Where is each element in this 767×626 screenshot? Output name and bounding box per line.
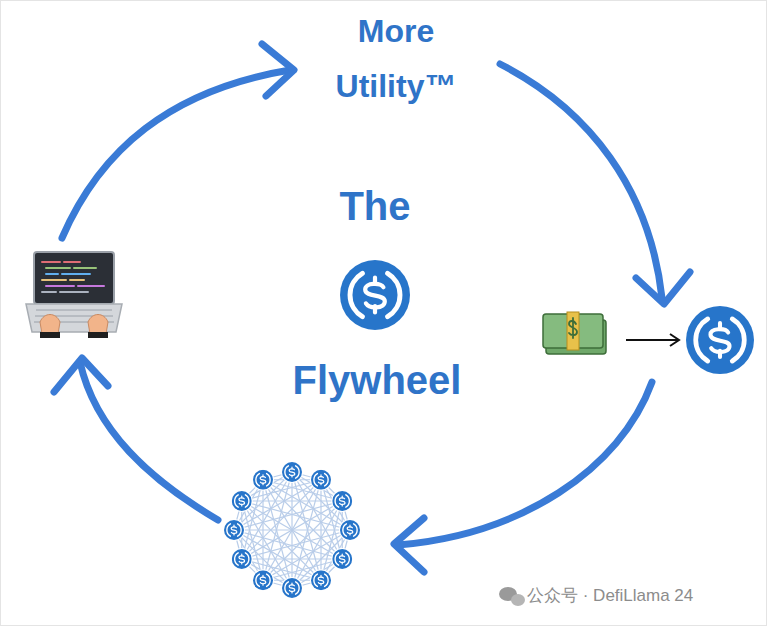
- network-node-ground: [310, 569, 332, 591]
- network-node-ground: [252, 569, 274, 591]
- network-node-ground: [331, 548, 353, 570]
- network-node-ground: [339, 519, 361, 541]
- network-node-ground: [223, 519, 245, 541]
- network-line: [262, 480, 263, 580]
- usdc-logo: [224, 520, 244, 540]
- network-node-ground: [310, 469, 332, 491]
- usdc-logo: [340, 520, 360, 540]
- usdc-logo: [253, 570, 273, 590]
- usdc-logo: [332, 491, 352, 511]
- network-line: [263, 480, 321, 580]
- network-node-ground: [231, 490, 253, 512]
- usdc-logo: [253, 470, 273, 490]
- usdc-logo: [282, 462, 302, 482]
- network-nodes: [223, 461, 361, 599]
- network-line: [263, 480, 342, 559]
- cycle-arrows: [54, 44, 690, 572]
- usdc-logo: [232, 491, 252, 511]
- money-icon: [543, 312, 606, 354]
- network-node-ground: [331, 490, 353, 512]
- network-node-ground: [252, 469, 274, 491]
- usdc-logo: [311, 570, 331, 590]
- usdc-logo: [686, 306, 754, 374]
- usdc-logo: [340, 260, 410, 330]
- network-node-ground: [281, 461, 303, 483]
- usdc-logo: [232, 549, 252, 569]
- network-node-ground: [231, 548, 253, 570]
- heading-label: More Utility™: [306, 4, 486, 114]
- convert-arrow: [626, 334, 679, 346]
- usdc-logo: [311, 470, 331, 490]
- laptop-icon: [26, 252, 122, 338]
- usdc-logo: [332, 549, 352, 569]
- network-node-ground: [281, 577, 303, 599]
- title-label: The: [339, 182, 410, 230]
- network-lines: [234, 472, 350, 588]
- watermark: 公众号 · DefiLlama 24: [527, 585, 693, 607]
- wechat-icon: [499, 587, 525, 606]
- usdc-logo: [282, 578, 302, 598]
- title-label: Flywheel: [293, 356, 462, 404]
